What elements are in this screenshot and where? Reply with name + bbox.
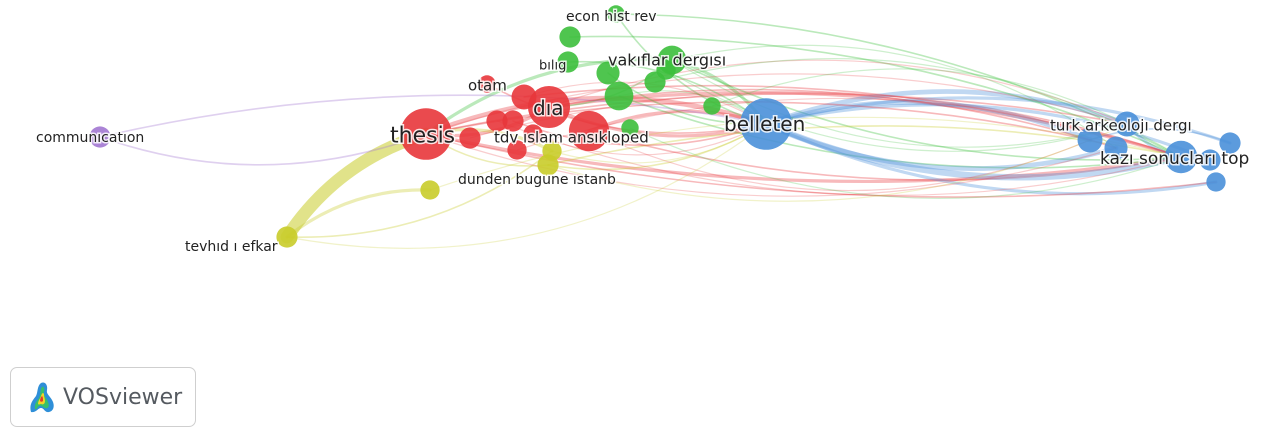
node-label[interactable]: belleten — [723, 111, 807, 138]
network-link — [671, 59, 1182, 161]
vosviewer-brand-text: VOSviewer — [63, 384, 183, 410]
network-node[interactable] — [1077, 127, 1103, 153]
network-link — [425, 133, 1117, 197]
network-link — [547, 123, 1128, 202]
network-link — [429, 116, 1182, 191]
network-link — [99, 94, 767, 138]
network-link — [547, 123, 767, 171]
network-link — [569, 35, 1182, 158]
network-link — [654, 58, 1182, 158]
network-link — [671, 44, 1117, 149]
link-layer — [99, 13, 1232, 249]
network-node[interactable] — [1114, 111, 1140, 137]
network-node[interactable] — [502, 110, 524, 132]
network-link — [496, 120, 1182, 196]
network-link — [532, 123, 767, 156]
network-link — [588, 130, 1182, 181]
network-link — [1089, 128, 1231, 144]
network-node[interactable] — [527, 85, 571, 129]
node-label[interactable]: thesis — [389, 122, 457, 150]
network-node[interactable] — [1219, 132, 1241, 154]
network-link — [764, 122, 1218, 196]
network-node[interactable] — [459, 127, 481, 149]
network-link — [615, 13, 1182, 158]
network-link — [763, 89, 1130, 127]
network-link — [588, 130, 1091, 192]
network-link — [424, 132, 1183, 184]
node-label[interactable]: tevhıd ı efkar — [184, 237, 280, 256]
network-link — [425, 133, 1217, 198]
node-label[interactable]: kazı sonucları top — [1099, 147, 1251, 170]
network-node[interactable] — [89, 126, 111, 148]
vosviewer-logo-badge[interactable]: VOSviewer — [10, 367, 196, 427]
network-link — [618, 95, 1182, 169]
network-node[interactable] — [644, 71, 666, 93]
network-link — [285, 188, 432, 239]
node-label[interactable]: econ hist rev — [565, 7, 659, 26]
network-node[interactable] — [400, 108, 452, 160]
network-node[interactable] — [523, 124, 543, 144]
network-link — [424, 57, 674, 136]
node-label[interactable]: tdv ıslam ansıkloped — [493, 127, 651, 148]
network-link — [286, 150, 553, 239]
network-link — [763, 121, 1119, 172]
node-label[interactable]: bılıg — [538, 57, 568, 75]
node-label[interactable]: dıa — [532, 95, 566, 122]
network-node[interactable] — [621, 119, 639, 137]
network-node[interactable] — [596, 61, 620, 85]
network-link — [425, 93, 1128, 135]
network-link — [286, 123, 767, 249]
node-label[interactable]: vakıflar dergısı — [607, 49, 728, 71]
network-link — [512, 120, 767, 147]
network-node[interactable] — [537, 154, 559, 176]
network-link — [671, 59, 1128, 148]
network-node[interactable] — [703, 97, 721, 115]
network-link — [711, 68, 1128, 125]
node-layer — [89, 5, 1241, 248]
network-node[interactable] — [276, 226, 298, 248]
network-node[interactable] — [559, 26, 581, 48]
node-label[interactable]: otam — [467, 75, 509, 96]
network-node[interactable] — [507, 140, 527, 160]
network-link — [99, 133, 427, 166]
network-link — [665, 69, 1128, 152]
network-node[interactable] — [478, 75, 496, 93]
node-label[interactable]: dunden bugune ıstanb — [457, 170, 618, 189]
network-link — [762, 120, 1185, 181]
label-layer: thesis dıa otam tdv ıslam ansıkloped vakıfla… — [35, 7, 1251, 256]
vosviewer-logo-icon — [30, 382, 54, 413]
network-link — [469, 91, 1182, 158]
network-node[interactable] — [607, 5, 625, 23]
network-node[interactable] — [1206, 172, 1226, 192]
network-node[interactable] — [1164, 140, 1198, 174]
node-label[interactable]: communıcatıon — [35, 128, 146, 147]
network-node[interactable] — [568, 110, 610, 152]
network-node[interactable] — [486, 110, 508, 132]
network-node[interactable] — [740, 98, 792, 150]
network-node[interactable] — [557, 51, 579, 73]
network-node[interactable] — [604, 81, 634, 111]
network-node[interactable] — [420, 180, 440, 200]
network-link — [763, 99, 1093, 143]
network-link — [764, 103, 1212, 162]
network-node[interactable] — [1199, 149, 1221, 171]
network-node[interactable] — [1104, 136, 1128, 160]
network-link — [548, 59, 1128, 125]
network-link — [764, 96, 1232, 145]
node-label[interactable]: turk arkeolojı dergı — [1049, 115, 1194, 136]
network-link — [423, 95, 769, 137]
network-node[interactable] — [657, 45, 687, 75]
network-link — [551, 123, 767, 164]
network-link — [629, 127, 1182, 199]
